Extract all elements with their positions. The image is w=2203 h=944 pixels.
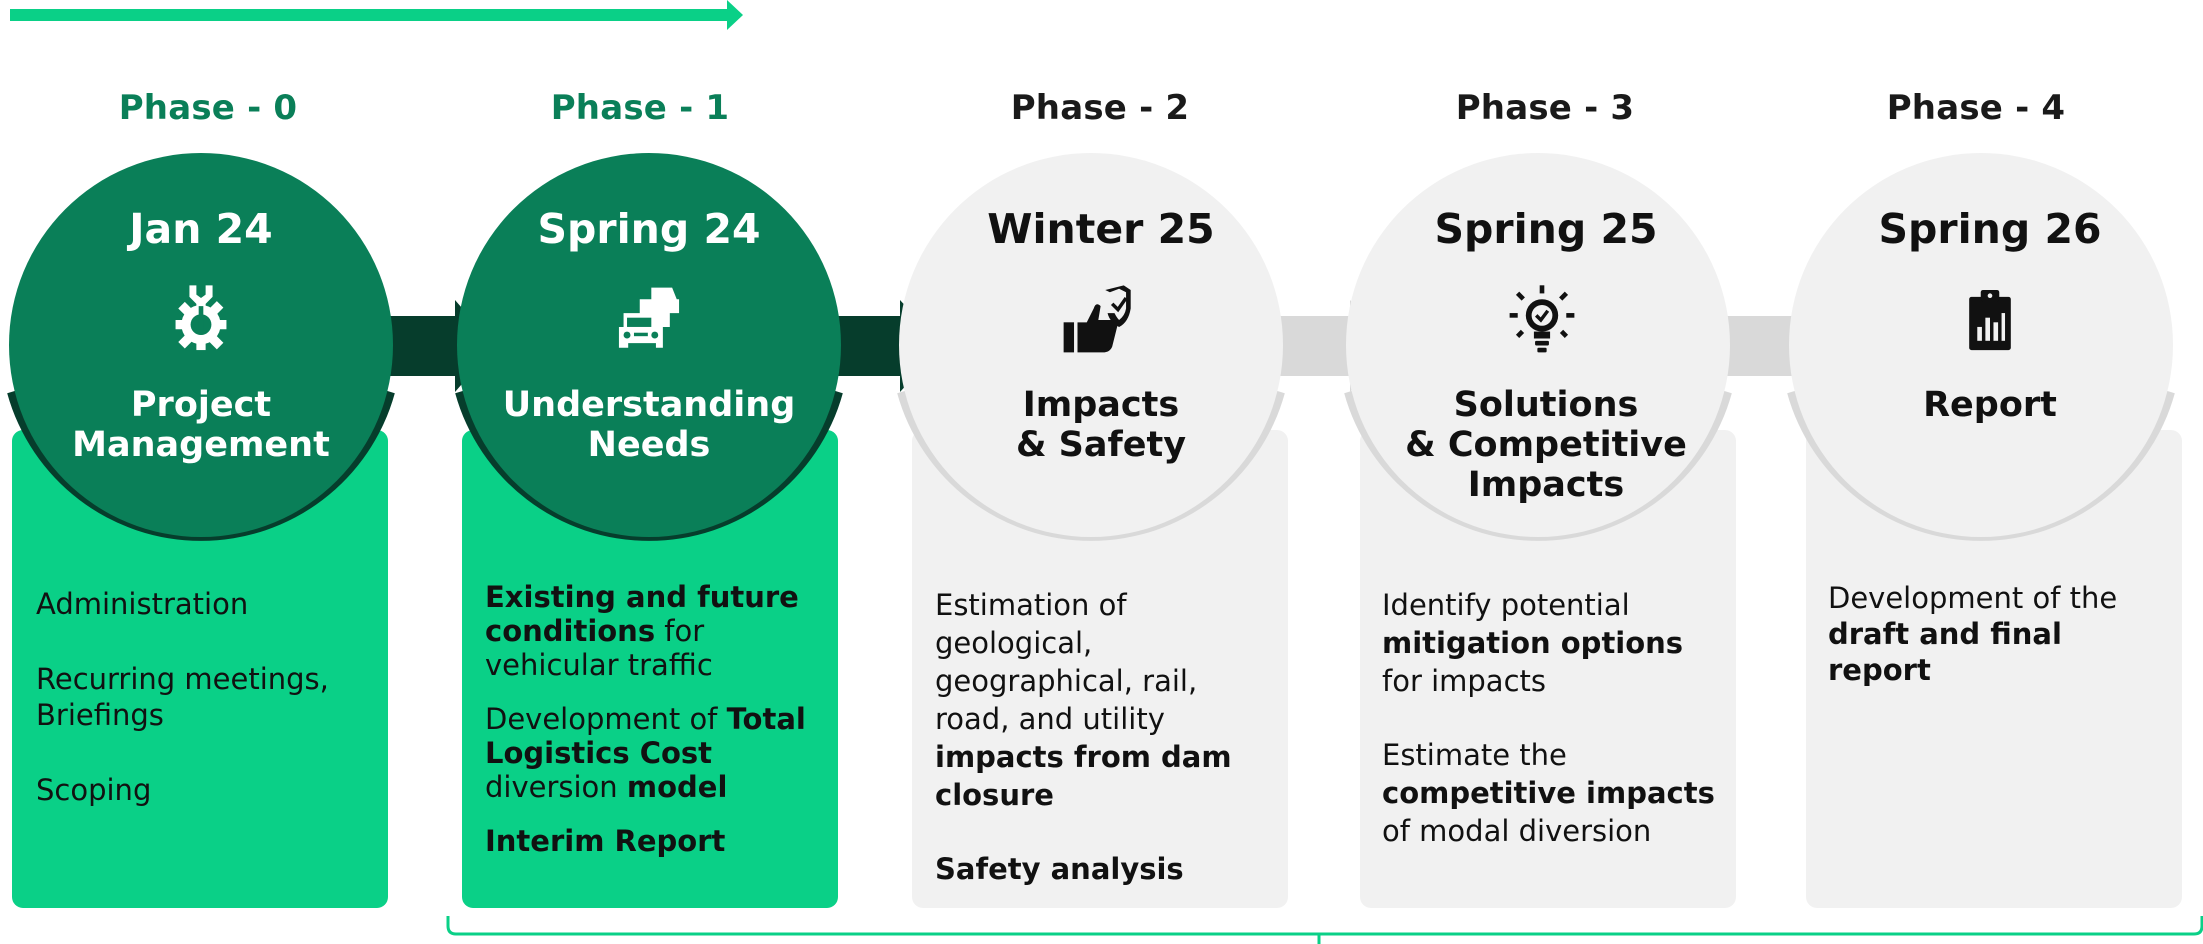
phase-4-title-line-1: Report <box>1923 385 2057 425</box>
phase-3-date: Spring 25 <box>1434 205 1658 253</box>
detail-text: for vehicular traffic <box>485 614 713 682</box>
cars-traffic-icon <box>499 283 799 359</box>
gear-wrench-icon <box>51 283 351 359</box>
phase-3-title: Solutions & Competitive Impacts <box>1396 385 1696 505</box>
detail-text-bold: Safety analysis <box>935 852 1184 886</box>
detail-item: Estimation of geological, geographical, … <box>935 586 1280 814</box>
detail-text-bold: competitive impacts <box>1382 776 1715 810</box>
detail-text: Recurring meetings, Briefings <box>36 662 329 732</box>
phase-0-title-line-1: Project <box>130 385 272 425</box>
phase-0-label: Phase - 0 <box>118 88 298 128</box>
phase-2-label: Phase - 2 <box>1010 88 1190 128</box>
phase-1-title: Understanding Needs <box>499 385 799 465</box>
detail-text: Estimation of geological, geographical, … <box>935 588 1198 736</box>
phase-1-title-line-2: Needs <box>587 425 711 465</box>
phase-0-details: Administration Recurring meetings, Brief… <box>36 586 376 847</box>
lightbulb-check-icon <box>1392 283 1692 359</box>
phase-2-title-line-1: Impacts <box>1022 385 1180 425</box>
detail-item: Existing and future conditions for vehic… <box>485 580 830 682</box>
phase-3-label: Phase - 3 <box>1455 88 1635 128</box>
detail-item: Development of Total Logistics Cost dive… <box>485 702 830 804</box>
phase-1-title-line-1: Understanding <box>502 385 796 425</box>
detail-cards <box>12 430 2182 908</box>
phase-1-details: Existing and future conditions for vehic… <box>485 580 830 897</box>
phase-4-date: Spring 26 <box>1878 205 2102 253</box>
phase-4-title: Report <box>1840 385 2140 425</box>
phase-4-label: Phase - 4 <box>1886 88 2066 128</box>
detail-item: Estimate the competitive impacts of moda… <box>1382 736 1727 850</box>
phase-1-date: Spring 24 <box>537 205 761 253</box>
detail-text: of modal diversion <box>1382 814 1652 848</box>
phase-0-title: Project Management <box>51 385 351 465</box>
detail-text-bold: Total Logistics Cost <box>485 702 806 770</box>
detail-text: Administration <box>36 587 249 621</box>
detail-text: for impacts <box>1382 664 1547 698</box>
detail-item: Scoping <box>36 772 376 808</box>
phase-0-date: Jan 24 <box>129 205 273 253</box>
detail-item: Administration <box>36 586 376 622</box>
phase-2-title-line-2: & Safety <box>1015 425 1187 465</box>
phase-2-title: Impacts & Safety <box>951 385 1251 465</box>
detail-item: Safety analysis <box>935 850 1280 888</box>
detail-text-bold: Existing and future conditions <box>485 580 799 648</box>
detail-text: Identify potential <box>1382 588 1630 622</box>
detail-item: Development of the draft and final repor… <box>1828 580 2173 688</box>
phase-3-title-line-1: Solutions <box>1453 385 1639 425</box>
clipboard-chart-icon <box>1840 283 2140 359</box>
phase-2-details: Estimation of geological, geographical, … <box>935 586 1280 927</box>
phase-bracket <box>446 916 2203 944</box>
detail-item: Recurring meetings, Briefings <box>36 661 376 733</box>
phase-2-date: Winter 25 <box>987 205 1215 253</box>
detail-text: Development of the <box>1828 581 2118 615</box>
detail-text-bold: impacts from dam closure <box>935 740 1232 812</box>
detail-text-bold: mitigation options <box>1382 626 1684 660</box>
phase-1-label: Phase - 1 <box>550 88 730 128</box>
phase-0-title-line-2: Management <box>72 425 330 465</box>
phase-3-title-line-2: & Competitive <box>1405 425 1687 465</box>
detail-text: Development of <box>485 702 727 736</box>
detail-text: Estimate the <box>1382 738 1567 772</box>
detail-text-bold: model <box>626 770 728 804</box>
detail-text-bold: Interim Report <box>485 824 726 858</box>
detail-text-bold: draft and final report <box>1828 617 2062 687</box>
phase-3-title-line-3: Impacts <box>1467 465 1625 505</box>
detail-text: diversion <box>485 770 627 804</box>
thumbs-up-shield-icon <box>946 283 1246 359</box>
detail-item: Interim Report <box>485 824 830 858</box>
progress-arrow <box>10 0 743 30</box>
phase-3-details: Identify potential mitigation options fo… <box>1382 586 1727 889</box>
detail-text: Scoping <box>36 773 152 807</box>
detail-item: Identify potential mitigation options fo… <box>1382 586 1727 700</box>
phase-4-details: Development of the draft and final repor… <box>1828 580 2173 727</box>
